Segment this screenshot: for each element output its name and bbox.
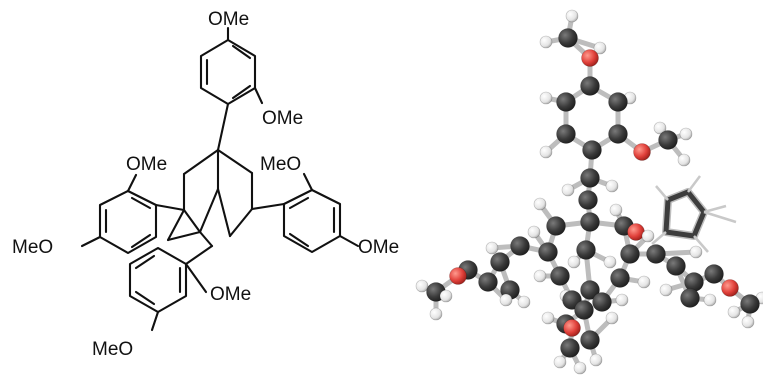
hydrogen-atom xyxy=(609,203,623,217)
label-ome-top: OMe xyxy=(208,9,249,30)
oxygen-atom xyxy=(563,319,581,337)
carbon-atom xyxy=(490,252,510,272)
hydrogen-atom xyxy=(527,225,541,239)
hydrogen-atom xyxy=(553,355,567,369)
hydrogen-atom xyxy=(567,255,581,269)
carbon-atom xyxy=(574,300,594,320)
label-meo-left-lower: MeO xyxy=(12,237,53,258)
carbon-atom xyxy=(510,236,530,256)
oxygen-atom xyxy=(449,267,467,285)
label-ome-right-lower: OMe xyxy=(358,237,399,258)
hydrogen-atom xyxy=(741,315,755,329)
hydrogen-atom xyxy=(539,145,553,159)
carbon-atom xyxy=(580,168,600,188)
carbon-atom xyxy=(546,216,566,236)
hydrogen-atom xyxy=(679,127,693,141)
hydrogen-atom xyxy=(539,35,553,49)
carbon-atom xyxy=(620,244,640,264)
carbon-atom xyxy=(704,264,724,284)
carbon-atom xyxy=(538,242,558,262)
label-ome-upper-ring: OMe xyxy=(262,108,303,129)
hydrogen-atom xyxy=(541,311,555,325)
hydrogen-atom xyxy=(429,307,443,321)
carbon-atom xyxy=(580,330,600,350)
label-ome-left-upper: OMe xyxy=(126,154,167,175)
carbon-atom xyxy=(740,294,760,314)
hydrogen-atom xyxy=(533,197,547,211)
oxygen-atom xyxy=(633,143,651,161)
carbon-atom xyxy=(580,76,600,96)
oxygen-atom xyxy=(721,279,739,297)
structure-2d: OMe OMe OMe MeO MeO OMe OMe MeO xyxy=(12,9,399,360)
model-atoms xyxy=(415,9,763,375)
carbon-atom xyxy=(646,244,666,264)
carbon-atom xyxy=(558,28,578,48)
carbon-atom xyxy=(666,256,686,276)
hydrogen-atom xyxy=(641,229,655,243)
hydrogen-atom xyxy=(589,353,603,367)
hydrogen-atom xyxy=(499,293,513,307)
bond-lines xyxy=(80,26,360,332)
carbon-atom xyxy=(478,272,498,292)
carbon-atom xyxy=(560,338,580,358)
hydrogen-atom xyxy=(659,283,673,297)
hydrogen-atom xyxy=(565,9,579,23)
hydrogen-atom xyxy=(603,255,617,269)
hydrogen-atom xyxy=(533,269,547,283)
hydrogen-atom xyxy=(561,183,575,197)
carbon-atom xyxy=(608,124,628,144)
hydrogen-atom xyxy=(637,275,651,289)
oxygen-atom xyxy=(627,223,645,241)
hydrogen-atom xyxy=(727,305,741,319)
carbon-atom xyxy=(550,266,570,286)
hydrogen-atom xyxy=(485,241,499,255)
hydrogen-atom xyxy=(653,121,667,135)
carbon-atom xyxy=(610,268,630,288)
hydrogen-atom xyxy=(677,153,691,167)
ball-and-stick-model-icon xyxy=(415,9,763,375)
label-meo-right-upper: MeO xyxy=(260,154,301,175)
hydrogen-atom xyxy=(593,41,607,55)
carbon-atom xyxy=(608,92,628,112)
hydrogen-atom xyxy=(703,293,717,307)
hydrogen-atom xyxy=(615,293,629,307)
hydrogen-atom xyxy=(517,295,531,309)
carbon-atom xyxy=(580,212,600,232)
oxygen-atom xyxy=(581,49,599,67)
carbon-atom xyxy=(580,280,600,300)
carbon-atom xyxy=(556,124,576,144)
cyclopentane-guest xyxy=(651,175,737,253)
label-meo-bottom: MeO xyxy=(92,339,133,360)
carbon-atom xyxy=(556,92,576,112)
hydrogen-atom xyxy=(439,289,453,303)
hydrogen-atom xyxy=(415,279,429,293)
carbon-atom xyxy=(592,292,612,312)
hydrogen-atom xyxy=(605,311,619,325)
carbon-atom xyxy=(576,240,596,260)
hydrogen-atom xyxy=(689,245,703,259)
carbon-atom xyxy=(582,140,602,160)
hydrogen-atom xyxy=(573,361,587,375)
carbon-atom xyxy=(658,130,678,150)
label-ome-bottom-ring: OMe xyxy=(210,284,251,305)
carbon-atom xyxy=(680,288,700,308)
hydrogen-atom xyxy=(539,91,553,105)
hydrogen-atom xyxy=(605,179,619,193)
carbon-atom xyxy=(578,190,598,210)
